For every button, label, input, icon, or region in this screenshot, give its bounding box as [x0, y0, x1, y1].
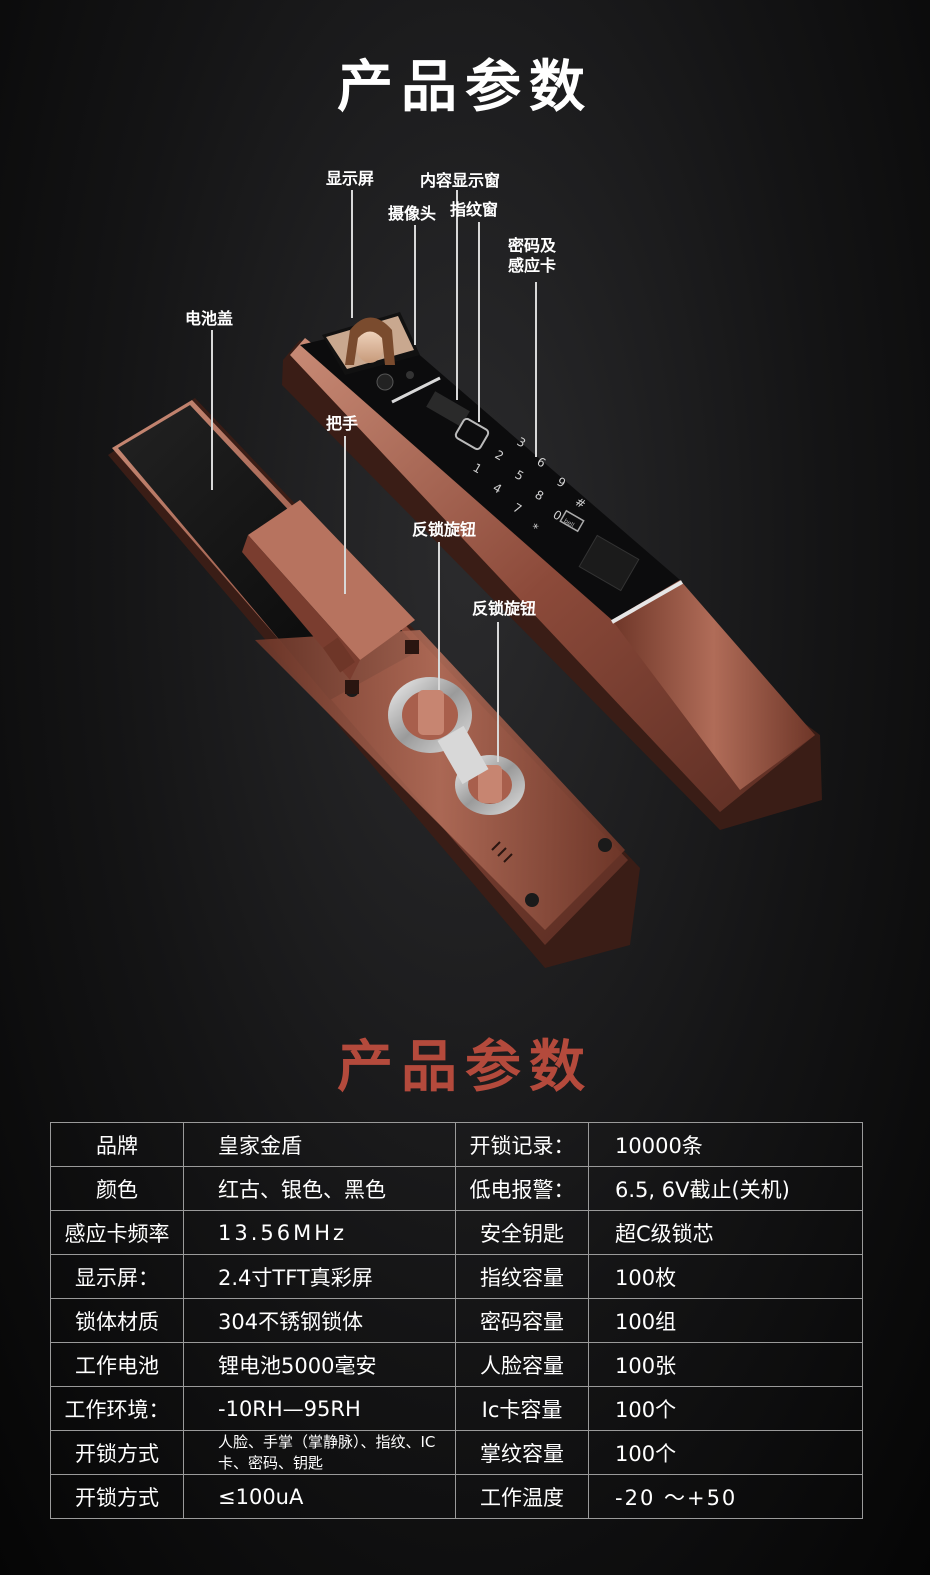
outer-panel	[282, 312, 822, 830]
spec-value: 皇家金盾	[183, 1122, 456, 1167]
callout-handle: 把手	[326, 414, 359, 433]
callout-display-screen: 显示屏	[326, 169, 375, 188]
table-row: 开锁方式 人脸、手掌（掌静脉）、指纹、IC卡、密码、钥匙 掌纹容量 100个	[50, 1430, 863, 1475]
table-row: 工作环境： -10RH—95RH Ic卡容量 100个	[50, 1386, 863, 1431]
callout-content-window: 内容显示窗	[420, 171, 501, 190]
spec-key: 掌纹容量	[455, 1430, 589, 1475]
spec-key: 开锁方式	[50, 1474, 184, 1519]
leader-fingerprint-window	[478, 222, 480, 422]
callout-fingerprint-window: 指纹窗	[450, 200, 499, 219]
spec-value: ≤100uA	[183, 1474, 456, 1519]
spec-key: 显示屏：	[50, 1254, 184, 1299]
spec-value: 红古、银色、黑色	[183, 1166, 456, 1211]
spec-value: 超C级锁芯	[588, 1210, 863, 1255]
leader-knob-1	[438, 542, 440, 690]
inner-panel	[108, 398, 640, 968]
spec-value: -20 ～+50	[588, 1474, 863, 1519]
table-row: 显示屏： 2.4寸TFT真彩屏 指纹容量 100枚	[50, 1254, 863, 1299]
spec-key: 指纹容量	[455, 1254, 589, 1299]
callout-camera: 摄像头	[388, 204, 437, 223]
spec-key: 品牌	[50, 1122, 184, 1167]
callout-knob-2: 反锁旋钮	[472, 599, 537, 618]
spec-key: 人脸容量	[455, 1342, 589, 1387]
table-row: 工作电池 锂电池5000毫安 人脸容量 100张	[50, 1342, 863, 1387]
spec-value: 304不锈钢锁体	[183, 1298, 456, 1343]
section-title: 产品参数	[337, 1035, 593, 1100]
leader-password-card	[535, 282, 537, 457]
spec-value: 锂电池5000毫安	[183, 1342, 456, 1387]
page-title: 产品参数	[337, 55, 593, 120]
leader-content-window	[456, 190, 458, 400]
spec-value: 100张	[588, 1342, 863, 1387]
spec-value: 6.5, 6V截止(关机)	[588, 1166, 863, 1211]
spec-key: 低电报警：	[455, 1166, 589, 1211]
callout-battery-cover: 电池盖	[185, 309, 234, 328]
smart-lock-illustration: 1 2 3 4 5 6 7 8 9 * 0 # bell	[108, 312, 822, 968]
table-row: 颜色 红古、银色、黑色 低电报警： 6.5, 6V截止(关机)	[50, 1166, 863, 1211]
screen-display	[322, 312, 420, 375]
spec-value: 人脸、手掌（掌静脉）、指纹、IC卡、密码、钥匙	[183, 1430, 456, 1475]
spec-key: 感应卡频率	[50, 1210, 184, 1255]
table-row: 开锁方式 ≤100uA 工作温度 -20 ～+50	[50, 1474, 863, 1519]
spec-key: 安全钥匙	[455, 1210, 589, 1255]
spec-value: 100个	[588, 1430, 863, 1475]
spec-key: Ic卡容量	[455, 1386, 589, 1431]
leader-camera	[414, 225, 416, 345]
spec-key: 锁体材质	[50, 1298, 184, 1343]
spec-value: 100枚	[588, 1254, 863, 1299]
callout-knob-1: 反锁旋钮	[412, 520, 477, 539]
spec-key: 颜色	[50, 1166, 184, 1211]
callout-password-card: 密码及感应卡	[508, 236, 557, 275]
spec-key: 工作温度	[455, 1474, 589, 1519]
spec-value: 100组	[588, 1298, 863, 1343]
spec-key: 工作环境：	[50, 1386, 184, 1431]
spec-value: 100个	[588, 1386, 863, 1431]
spec-value: 10000条	[588, 1122, 863, 1167]
leader-battery-cover	[211, 330, 213, 490]
spec-value: 2.4寸TFT真彩屏	[183, 1254, 456, 1299]
spec-key: 密码容量	[455, 1298, 589, 1343]
table-row: 品牌 皇家金盾 开锁记录： 10000条	[50, 1122, 863, 1167]
leader-display-screen	[351, 190, 353, 318]
leader-handle	[344, 436, 346, 594]
spec-key: 开锁记录：	[455, 1122, 589, 1167]
spec-key: 工作电池	[50, 1342, 184, 1387]
spec-value: 13.56MHz	[183, 1210, 456, 1255]
spec-key: 开锁方式	[50, 1430, 184, 1475]
spec-value: -10RH—95RH	[183, 1386, 456, 1431]
leader-knob-2	[497, 622, 499, 762]
table-row: 锁体材质 304不锈钢锁体 密码容量 100组	[50, 1298, 863, 1343]
table-row: 感应卡频率 13.56MHz 安全钥匙 超C级锁芯	[50, 1210, 863, 1255]
spec-table: 品牌 皇家金盾 开锁记录： 10000条 颜色 红古、银色、黑色 低电报警： 6…	[50, 1122, 863, 1519]
keypad-doorbell-button: bell	[562, 518, 575, 530]
